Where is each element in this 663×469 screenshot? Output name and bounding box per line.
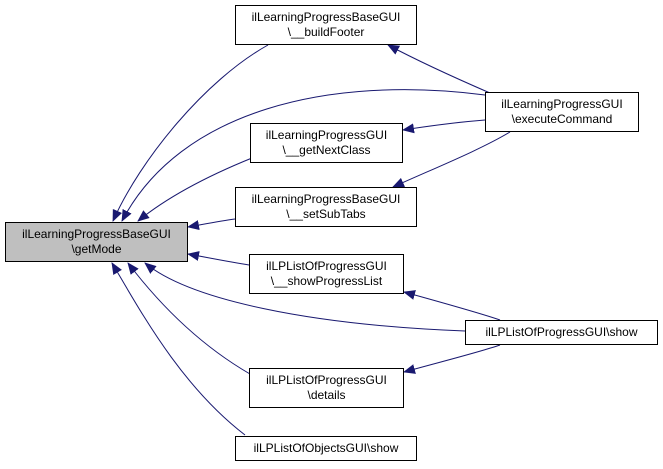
- node-listofobjects-show-label: ilLPListOfObjectsGUI\show: [253, 441, 399, 455]
- edge-layer: [111, 44, 511, 436]
- edge-setsubtabs-to-getmode: [187, 218, 236, 231]
- node-showprogresslist-line2: \__showProgressList: [270, 274, 383, 288]
- edge-details-to-getmode: [127, 262, 251, 375]
- node-listofobjects-show[interactable]: ilLPListOfObjectsGUI\show: [235, 436, 417, 461]
- node-buildfooter[interactable]: ilLearningProgressBaseGUI \__buildFooter: [235, 5, 417, 45]
- edge-execute-to-getmode: [121, 89, 486, 222]
- node-executecommand[interactable]: ilLearningProgressGUI \executeCommand: [485, 92, 639, 132]
- node-showprogresslist[interactable]: ilLPListOfProgressGUI \__showProgressLis…: [249, 254, 404, 294]
- node-setsubtabs-line2: \__setSubTabs: [286, 207, 366, 221]
- node-getmode-line1: ilLearningProgressBaseGUI: [22, 227, 171, 241]
- node-setsubtabs-line1: ilLearningProgressBaseGUI: [251, 192, 401, 206]
- node-executecommand-line1: ilLearningProgressGUI: [501, 97, 623, 111]
- edge-nextclass-to-getmode: [137, 157, 253, 222]
- edge-listshow-to-getmode: [144, 262, 466, 332]
- node-executecommand-line2: \executeCommand: [511, 112, 613, 126]
- edge-execute-to-setsubtabs: [392, 131, 511, 188]
- node-getnextclass[interactable]: ilLearningProgressGUI \__getNextClass: [250, 123, 403, 163]
- node-listofprogress-show-label: ilLPListOfProgressGUI\show: [485, 325, 638, 339]
- edge-execute-to-nextclass: [402, 119, 486, 134]
- node-details-line1: ilLPListOfProgressGUI: [266, 373, 387, 387]
- edge-objshow-to-getmode: [111, 262, 246, 436]
- node-listofprogress-show[interactable]: ilLPListOfProgressGUI\show: [465, 320, 658, 345]
- node-getnextclass-line2: \__getNextClass: [282, 143, 371, 157]
- node-getmode: ilLearningProgressBaseGUI \getMode: [5, 222, 188, 262]
- edge-showprogress-to-getmode: [187, 251, 250, 266]
- node-buildfooter-line1: ilLearningProgressBaseGUI: [251, 10, 401, 24]
- node-getnextclass-line1: ilLearningProgressGUI: [265, 128, 388, 142]
- node-getmode-line2: \getMode: [71, 242, 122, 256]
- node-setsubtabs[interactable]: ilLearningProgressBaseGUI \__setSubTabs: [235, 187, 417, 227]
- node-showprogresslist-line1: ilLPListOfProgressGUI: [266, 259, 387, 273]
- edge-listshow-to-details: [403, 344, 501, 374]
- edge-buildfooter-to-getmode: [112, 44, 269, 222]
- node-details[interactable]: ilLPListOfProgressGUI \details: [249, 368, 404, 408]
- edge-execute-to-buildfooter: [387, 44, 491, 94]
- node-details-line2: \details: [307, 388, 346, 402]
- edge-listshow-to-showprogress: [403, 290, 501, 321]
- node-buildfooter-line2: \__buildFooter: [287, 25, 365, 39]
